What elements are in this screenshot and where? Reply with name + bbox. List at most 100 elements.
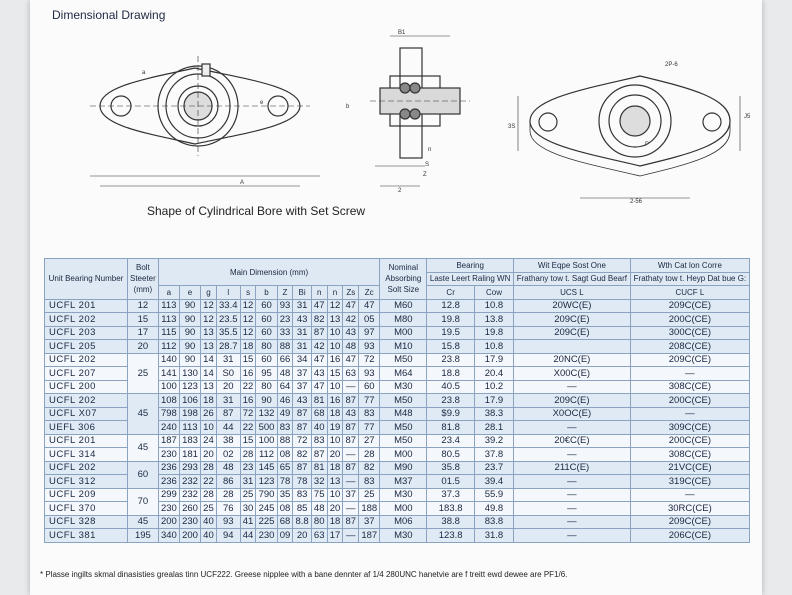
- drawing-caption: Shape of Cylindrical Bore with Set Screw: [147, 204, 366, 218]
- nominal-size-cell: M30: [379, 528, 428, 543]
- dimension-cell: 225: [255, 514, 278, 529]
- dimension-cell: 72: [358, 352, 381, 367]
- cw-cell: 37.8: [474, 447, 514, 462]
- cw-cell: 10.2: [474, 379, 514, 394]
- drawing-label-Z: Z: [423, 172, 427, 178]
- cw-cell: 20.4: [474, 366, 514, 381]
- bolt-cell: 15: [127, 312, 159, 327]
- dimension-cell: 44: [239, 528, 257, 543]
- cw-cell: 23.7: [474, 460, 514, 475]
- dimension-cell: 790: [255, 487, 278, 502]
- dimension-cell: 86: [215, 474, 241, 489]
- dimension-cell: 31: [292, 325, 312, 340]
- set-screw-model-cell: 20NC(E): [512, 352, 631, 367]
- header-x1: Wit Eqpe Sost One: [512, 258, 631, 273]
- dimension-cell: 93: [358, 339, 381, 354]
- dimension-cell: 28: [200, 460, 217, 475]
- dimension-cell: 112: [255, 447, 278, 462]
- dimension-cell: 43: [292, 312, 312, 327]
- dimension-cell: 31: [239, 474, 257, 489]
- collar-model-cell: 206C(CE): [629, 528, 751, 543]
- dimension-cell: 43: [342, 406, 360, 421]
- sub-n2: n: [326, 285, 344, 300]
- dimension-cell: 37: [292, 379, 312, 394]
- unit-number-cell: UCFL X07: [44, 406, 128, 421]
- unit-number-cell: UCFL 201: [44, 433, 128, 448]
- bolt-cell: 45: [127, 393, 159, 435]
- set-screw-model-cell: 20€C(E): [512, 433, 631, 448]
- dimension-cell: 80: [255, 339, 278, 354]
- dimension-cell: 198: [178, 406, 202, 421]
- dimension-cell: 23: [239, 460, 257, 475]
- dimension-cell: 90: [178, 312, 202, 327]
- dimension-cell: 16: [326, 352, 344, 367]
- drawing-label-2: 2: [398, 188, 402, 194]
- front-view-drawing: [90, 56, 320, 187]
- bolt-cell: 60: [127, 460, 159, 489]
- unit-number-cell: UCFL 203: [44, 325, 128, 340]
- dimension-cell: 230: [157, 447, 180, 462]
- dimension-cell: 09: [276, 528, 294, 543]
- dimension-cell: 22: [239, 379, 257, 394]
- dimension-cell: 31: [215, 393, 241, 408]
- dimension-cell: 72: [292, 433, 312, 448]
- dimension-cell: 81: [310, 393, 328, 408]
- dimension-cell: 48: [215, 460, 241, 475]
- dimension-cell: 23.5: [215, 312, 241, 327]
- dimension-cell: 113: [157, 298, 180, 313]
- dimension-cell: 141: [157, 366, 180, 381]
- spec-table: Unit Bearing Number Bolt Steeter (mm) Ma…: [44, 258, 751, 543]
- unit-number-cell: UCFL 207: [44, 366, 128, 381]
- set-screw-model-cell: 211C(E): [512, 460, 631, 475]
- header-x1b: Frathany tow t. Sagt Gud Bearf: [512, 271, 631, 286]
- dimension-cell: 18: [326, 514, 344, 529]
- dimension-cell: 31: [215, 352, 241, 367]
- bolt-cell: 45: [127, 433, 159, 462]
- dimension-cell: 8.8: [292, 514, 312, 529]
- dimension-cell: 28.7: [215, 339, 241, 354]
- header-x2b: Frathaty tow t. Heyp Dat bue G:: [629, 271, 751, 286]
- unit-number-cell: UCFL 202: [44, 393, 128, 408]
- dimension-cell: 27: [358, 433, 381, 448]
- dimension-cell: —: [342, 379, 360, 394]
- dimension-cell: 18: [326, 460, 344, 475]
- dimension-cell: 80: [255, 379, 278, 394]
- dimension-cell: 83: [358, 406, 381, 421]
- dimension-cell: 16: [326, 393, 344, 408]
- dimension-cell: —: [342, 501, 360, 516]
- bolt-cell: 17: [127, 325, 159, 340]
- bolt-cell: 12: [127, 298, 159, 313]
- dimension-cell: 20: [215, 379, 241, 394]
- page-title: Dimensional Drawing: [52, 8, 166, 22]
- unit-number-cell: UCFL 202: [44, 352, 128, 367]
- cw-cell: 39.4: [474, 474, 514, 489]
- dimension-cell: 40: [200, 528, 217, 543]
- cr-cell: 80.5: [426, 447, 475, 462]
- cr-cell: 18.8: [426, 366, 475, 381]
- dimension-cell: 20: [326, 501, 344, 516]
- dimension-cell: 35.5: [215, 325, 241, 340]
- bolt-cell: 20: [127, 339, 159, 354]
- cw-cell: 38.3: [474, 406, 514, 421]
- dimension-cell: 20: [326, 447, 344, 462]
- cw-cell: 19.8: [474, 325, 514, 340]
- set-screw-model-cell: [512, 339, 631, 354]
- header-unit-number: Unit Bearing Number: [44, 258, 128, 300]
- drawing-label-j5: J5: [744, 114, 751, 120]
- dimension-cell: 82: [358, 460, 381, 475]
- dimension-cell: 299: [157, 487, 180, 502]
- set-screw-model-cell: 209C(E): [512, 393, 631, 408]
- header-x2: Wth Cat lon Corre: [629, 258, 751, 273]
- sub-b: b: [255, 285, 278, 300]
- dimension-cell: 10: [200, 420, 217, 435]
- bolt-cell: 25: [127, 352, 159, 394]
- set-screw-model-cell: —: [512, 501, 631, 516]
- dimension-cell: 33.4: [215, 298, 241, 313]
- dimension-cell: 236: [157, 474, 180, 489]
- dimension-cell: S0: [215, 366, 241, 381]
- dimension-cell: 31: [292, 298, 312, 313]
- dimension-cell: 200: [157, 514, 180, 529]
